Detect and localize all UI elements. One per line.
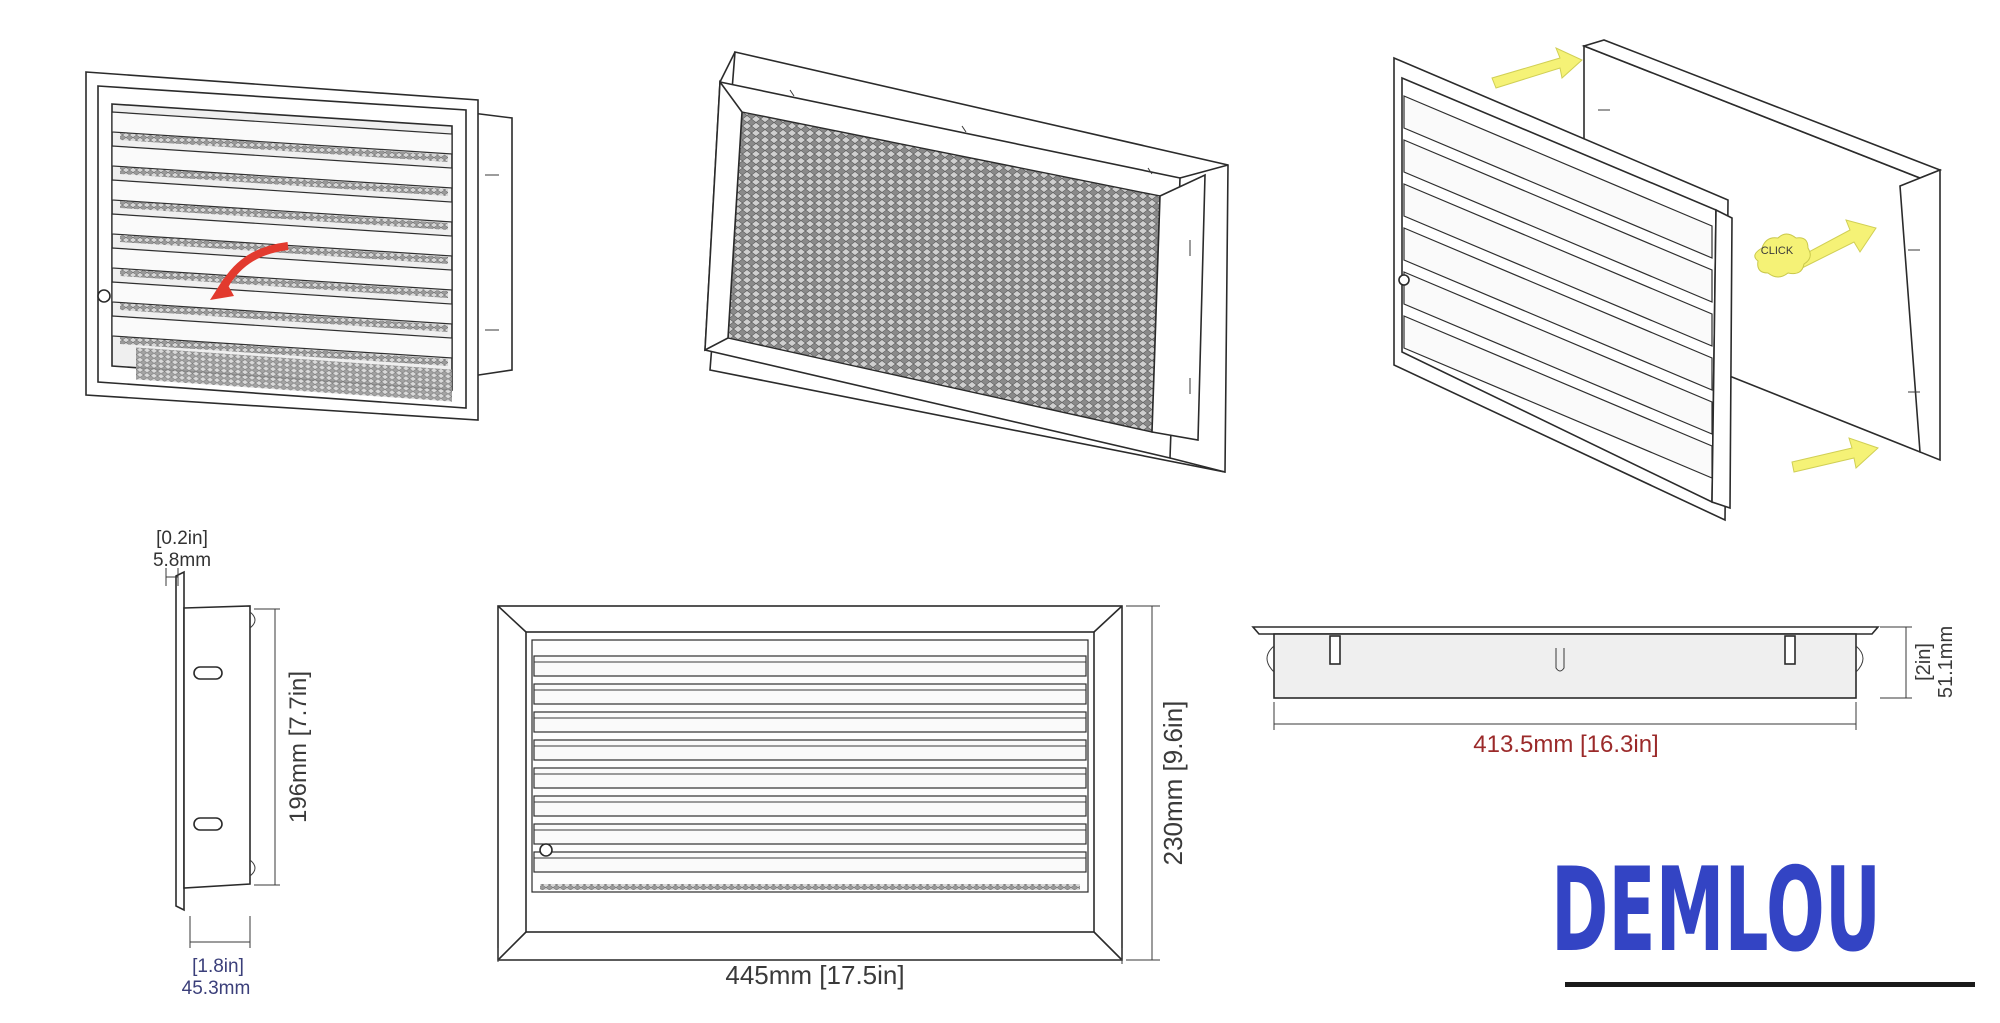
- front-slat: [533, 795, 1087, 817]
- front-slat: [533, 655, 1087, 677]
- side-bottom-mm: 45.3mm: [182, 978, 251, 999]
- front-height-label: 230mm [9.6in]: [1158, 701, 1188, 866]
- side-view: [0.2in] 5.8mm 196mm [7.7in] [1.8in] 45.3…: [153, 528, 312, 999]
- iso-slat: [1403, 95, 1713, 259]
- iso-slat-gap: [120, 303, 448, 332]
- side-top-inch: [0.2in]: [156, 528, 208, 549]
- front-slat: [533, 767, 1087, 789]
- insert-arrow-icon: [1491, 47, 1583, 89]
- iso-slat-gap: [120, 167, 448, 196]
- front-width-label: 445mm [17.5in]: [725, 960, 904, 990]
- insert-arrow-icon: [1791, 437, 1879, 473]
- knob-icon: [539, 843, 553, 857]
- brand-underline: [1565, 982, 1975, 987]
- front-slat: [533, 823, 1087, 845]
- iso-slat: [111, 179, 453, 223]
- iso-slat-gap: [120, 337, 448, 366]
- front-view: 230mm [9.6in] 445mm [17.5in]: [497, 605, 1188, 990]
- iso-slat: [111, 315, 453, 359]
- top-width-label: 413.5mm [16.3in]: [1473, 731, 1658, 758]
- brand-logo: DEMLOU: [1551, 843, 1975, 987]
- side-top-mm: 5.8mm: [153, 550, 211, 571]
- top-depth-mm: 51.1mm: [1935, 626, 1957, 698]
- arrow-head-icon: [210, 278, 234, 300]
- front-slat: [533, 683, 1087, 705]
- top-depth-inch: [2in]: [1913, 643, 1935, 681]
- iso-slat: [111, 111, 453, 155]
- iso-slat: [111, 281, 453, 325]
- iso-slat-gap: [120, 201, 448, 230]
- iso-slat: [111, 145, 453, 189]
- iso-view-filter-mesh: [704, 51, 1229, 473]
- iso-slat: [1403, 227, 1713, 391]
- iso-slat: [111, 247, 453, 291]
- iso-slat: [1403, 183, 1713, 347]
- side-bottom-inch: [1.8in]: [192, 956, 244, 977]
- front-slat: [533, 739, 1087, 761]
- side-height-label: 196mm [7.7in]: [285, 671, 312, 823]
- iso-slat: [1403, 271, 1713, 435]
- click-burst-icon: [1754, 233, 1811, 278]
- insert-arrow-icon: [1789, 219, 1877, 273]
- front-slat: [533, 711, 1087, 733]
- iso-slat: [1403, 139, 1713, 303]
- front-slat: [533, 851, 1087, 873]
- iso-slat: [111, 213, 453, 257]
- click-label: CLICK: [1761, 245, 1794, 257]
- iso-view-louvred-vent: [85, 71, 513, 421]
- iso-slat-gap: [120, 269, 448, 298]
- iso-view-exploded-frame: CLICK: [1393, 39, 1943, 522]
- iso-slat-gap: [120, 133, 448, 162]
- brand-name: DEMLOU: [1551, 843, 1881, 978]
- top-view: 413.5mm [16.3in] [2in] 51.1mm: [1251, 626, 1957, 758]
